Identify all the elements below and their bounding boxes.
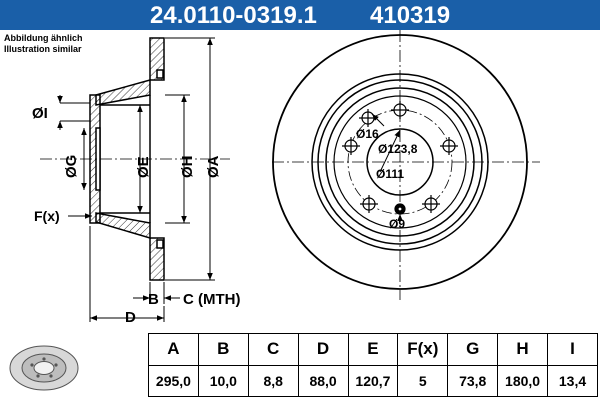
side-view	[40, 37, 230, 281]
label-G: ØG	[63, 155, 80, 178]
spec-header: H	[497, 333, 548, 366]
front-dimensions	[371, 113, 403, 221]
label-A: ØA	[205, 155, 222, 178]
hat-outline-bottom	[95, 212, 151, 240]
spec-value: 73,8	[447, 364, 499, 397]
friction-inner-edge	[311, 73, 489, 251]
spec-value: 88,0	[297, 364, 349, 397]
bolt-holes	[342, 101, 458, 215]
spec-header-row: A B C D E F(x) G H I	[148, 333, 598, 366]
note-line-de: Abbildung ähnlich	[4, 33, 83, 43]
label-B: B	[148, 291, 159, 308]
label-H: ØH	[179, 156, 196, 179]
spec-header: F(x)	[397, 333, 449, 366]
bolt-hole	[359, 109, 377, 127]
label-d9: Ø9	[389, 217, 405, 231]
front-view	[272, 30, 540, 300]
bolt-hole	[422, 195, 440, 213]
spec-value: 120,7	[347, 364, 399, 397]
illustration-note: Abbildung ähnlich Illustration similar	[4, 33, 83, 55]
spec-header: A	[148, 333, 199, 366]
disc-thumbnail	[9, 345, 79, 391]
spec-table: A B C D E F(x) G H I 295,0 10,0 8,8 88,0…	[148, 333, 598, 397]
disc-outer-edge	[272, 34, 528, 290]
bolt-hole	[360, 195, 378, 213]
center-bore	[366, 128, 434, 196]
spec-value: 180,0	[497, 364, 548, 397]
spec-header: D	[297, 333, 349, 366]
spec-value-row: 295,0 10,0 8,8 88,0 120,7 5 73,8 180,0 1…	[148, 364, 598, 397]
spec-header: E	[347, 333, 399, 366]
label-E: ØE	[135, 156, 152, 178]
short-number: 410319	[370, 2, 451, 29]
locator-hole	[394, 203, 406, 215]
bolt-hole	[391, 101, 409, 119]
spec-value: 13,4	[547, 364, 598, 397]
label-C: C (MTH)	[183, 291, 240, 308]
label-d1238: Ø123,8	[378, 142, 418, 156]
note-line-en: Illustration similar	[4, 44, 82, 54]
spec-header: C	[247, 333, 299, 366]
label-F: F(x)	[34, 208, 60, 224]
spec-value: 295,0	[148, 364, 199, 397]
label-d111: Ø111	[376, 167, 404, 181]
spec-value: 10,0	[197, 364, 249, 397]
label-d16: Ø16	[356, 127, 379, 141]
spec-value: 8,8	[247, 364, 299, 397]
bolt-hole	[440, 137, 458, 155]
spec-header: I	[547, 333, 598, 366]
hat-outline-top	[95, 79, 151, 106]
spec-header: B	[197, 333, 249, 366]
part-number: 24.0110-0319.1	[150, 2, 317, 29]
label-D: D	[125, 309, 136, 326]
spec-header: G	[447, 333, 499, 366]
bolt-hole	[342, 137, 360, 155]
spec-value: 5	[397, 364, 449, 397]
label-I: ØI	[32, 105, 48, 122]
side-dimensions	[57, 37, 215, 322]
title-bar: 24.0110-0319.1 410319	[0, 0, 600, 30]
